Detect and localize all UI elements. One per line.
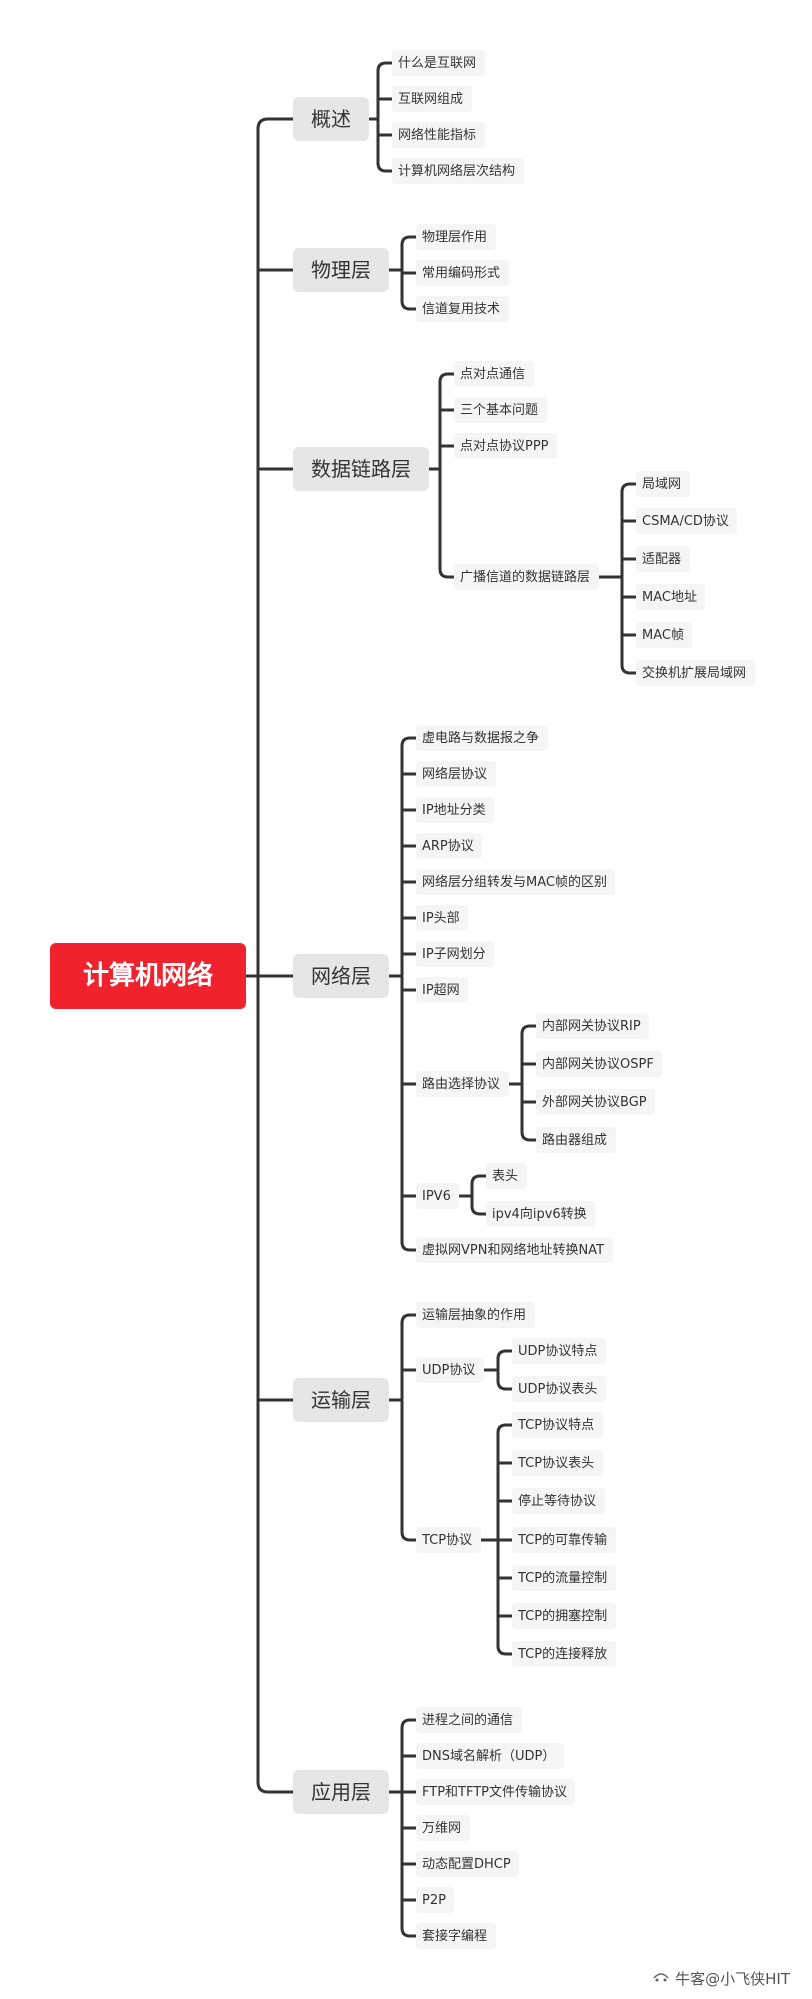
- subtopic-4-2-1: TCP协议表头: [512, 1450, 603, 1476]
- branch-2: 数据链路层: [293, 447, 429, 491]
- topic-1-1: 常用编码形式: [416, 260, 509, 286]
- topic-4-0: 运输层抽象的作用: [416, 1302, 535, 1328]
- branch-3: 网络层: [293, 954, 389, 998]
- watermark-text: 牛客@小飞侠HIT: [675, 1970, 790, 1988]
- subtopic-4-2-2: 停止等待协议: [512, 1488, 605, 1514]
- topic-0-3: 计算机网络层次结构: [392, 158, 524, 184]
- subtopic-3-8-1: 内部网关协议OSPF: [536, 1051, 662, 1077]
- topic-3-5: IP头部: [416, 905, 468, 931]
- topic-5-6: 套接字编程: [416, 1923, 496, 1949]
- topic-2-2: 点对点协议PPP: [454, 433, 557, 459]
- subtopic-2-3-0: 局域网: [636, 471, 690, 497]
- topic-3-4: 网络层分组转发与MAC帧的区别: [416, 869, 615, 895]
- topic-1-2: 信道复用技术: [416, 296, 509, 322]
- topic-0-1: 互联网组成: [392, 86, 472, 112]
- subtopic-4-2-0: TCP协议特点: [512, 1412, 603, 1438]
- subtopic-2-3-5: 交换机扩展局域网: [636, 660, 755, 686]
- topic-2-3: 广播信道的数据链路层: [454, 564, 599, 590]
- topic-5-1: DNS域名解析（UDP）: [416, 1743, 564, 1769]
- topic-3-6: IP子网划分: [416, 941, 494, 967]
- topic-3-7: IP超网: [416, 977, 468, 1003]
- subtopic-4-2-5: TCP的拥塞控制: [512, 1603, 616, 1629]
- branch-1: 物理层: [293, 248, 389, 292]
- subtopic-3-9-0: 表头: [486, 1163, 527, 1189]
- topic-3-0: 虚电路与数据报之争: [416, 725, 548, 751]
- branch-4: 运输层: [293, 1378, 389, 1422]
- subtopic-2-3-2: 适配器: [636, 546, 690, 572]
- subtopic-4-1-1: UDP协议表头: [512, 1376, 606, 1402]
- topic-4-2: TCP协议: [416, 1527, 481, 1553]
- topic-2-0: 点对点通信: [454, 361, 534, 387]
- niuke-logo-icon: [651, 1969, 671, 1989]
- subtopic-2-3-4: MAC帧: [636, 622, 692, 648]
- topic-2-1: 三个基本问题: [454, 397, 547, 423]
- subtopic-3-8-3: 路由器组成: [536, 1127, 616, 1153]
- topic-3-1: 网络层协议: [416, 761, 496, 787]
- branch-0: 概述: [293, 97, 369, 141]
- topic-3-10: 虚拟网VPN和网络地址转换NAT: [416, 1237, 613, 1263]
- topic-5-5: P2P: [416, 1887, 454, 1913]
- topic-3-8: 路由选择协议: [416, 1071, 509, 1097]
- subtopic-4-1-0: UDP协议特点: [512, 1338, 606, 1364]
- subtopic-3-8-0: 内部网关协议RIP: [536, 1013, 649, 1039]
- topic-3-3: ARP协议: [416, 833, 482, 859]
- topic-1-0: 物理层作用: [416, 224, 496, 250]
- subtopic-3-8-2: 外部网关协议BGP: [536, 1089, 655, 1115]
- topic-3-9: IPV6: [416, 1183, 459, 1209]
- root-node: 计算机网络: [50, 943, 246, 1009]
- topic-5-2: FTP和TFTP文件传输协议: [416, 1779, 575, 1805]
- topic-5-3: 万维网: [416, 1815, 470, 1841]
- topic-5-4: 动态配置DHCP: [416, 1851, 519, 1877]
- topic-0-2: 网络性能指标: [392, 122, 485, 148]
- branch-5: 应用层: [293, 1770, 389, 1814]
- topic-5-0: 进程之间的通信: [416, 1707, 522, 1733]
- watermark: 牛客@小飞侠HIT: [651, 1968, 790, 1989]
- topic-3-2: IP地址分类: [416, 797, 494, 823]
- subtopic-3-9-1: ipv4向ipv6转换: [486, 1201, 595, 1227]
- subtopic-4-2-4: TCP的流量控制: [512, 1565, 616, 1591]
- topic-4-1: UDP协议: [416, 1357, 484, 1383]
- topic-0-0: 什么是互联网: [392, 50, 485, 76]
- subtopic-2-3-1: CSMA/CD协议: [636, 508, 737, 534]
- subtopic-4-2-3: TCP的可靠传输: [512, 1527, 616, 1553]
- subtopic-4-2-6: TCP的连接释放: [512, 1641, 616, 1667]
- subtopic-2-3-3: MAC地址: [636, 584, 705, 610]
